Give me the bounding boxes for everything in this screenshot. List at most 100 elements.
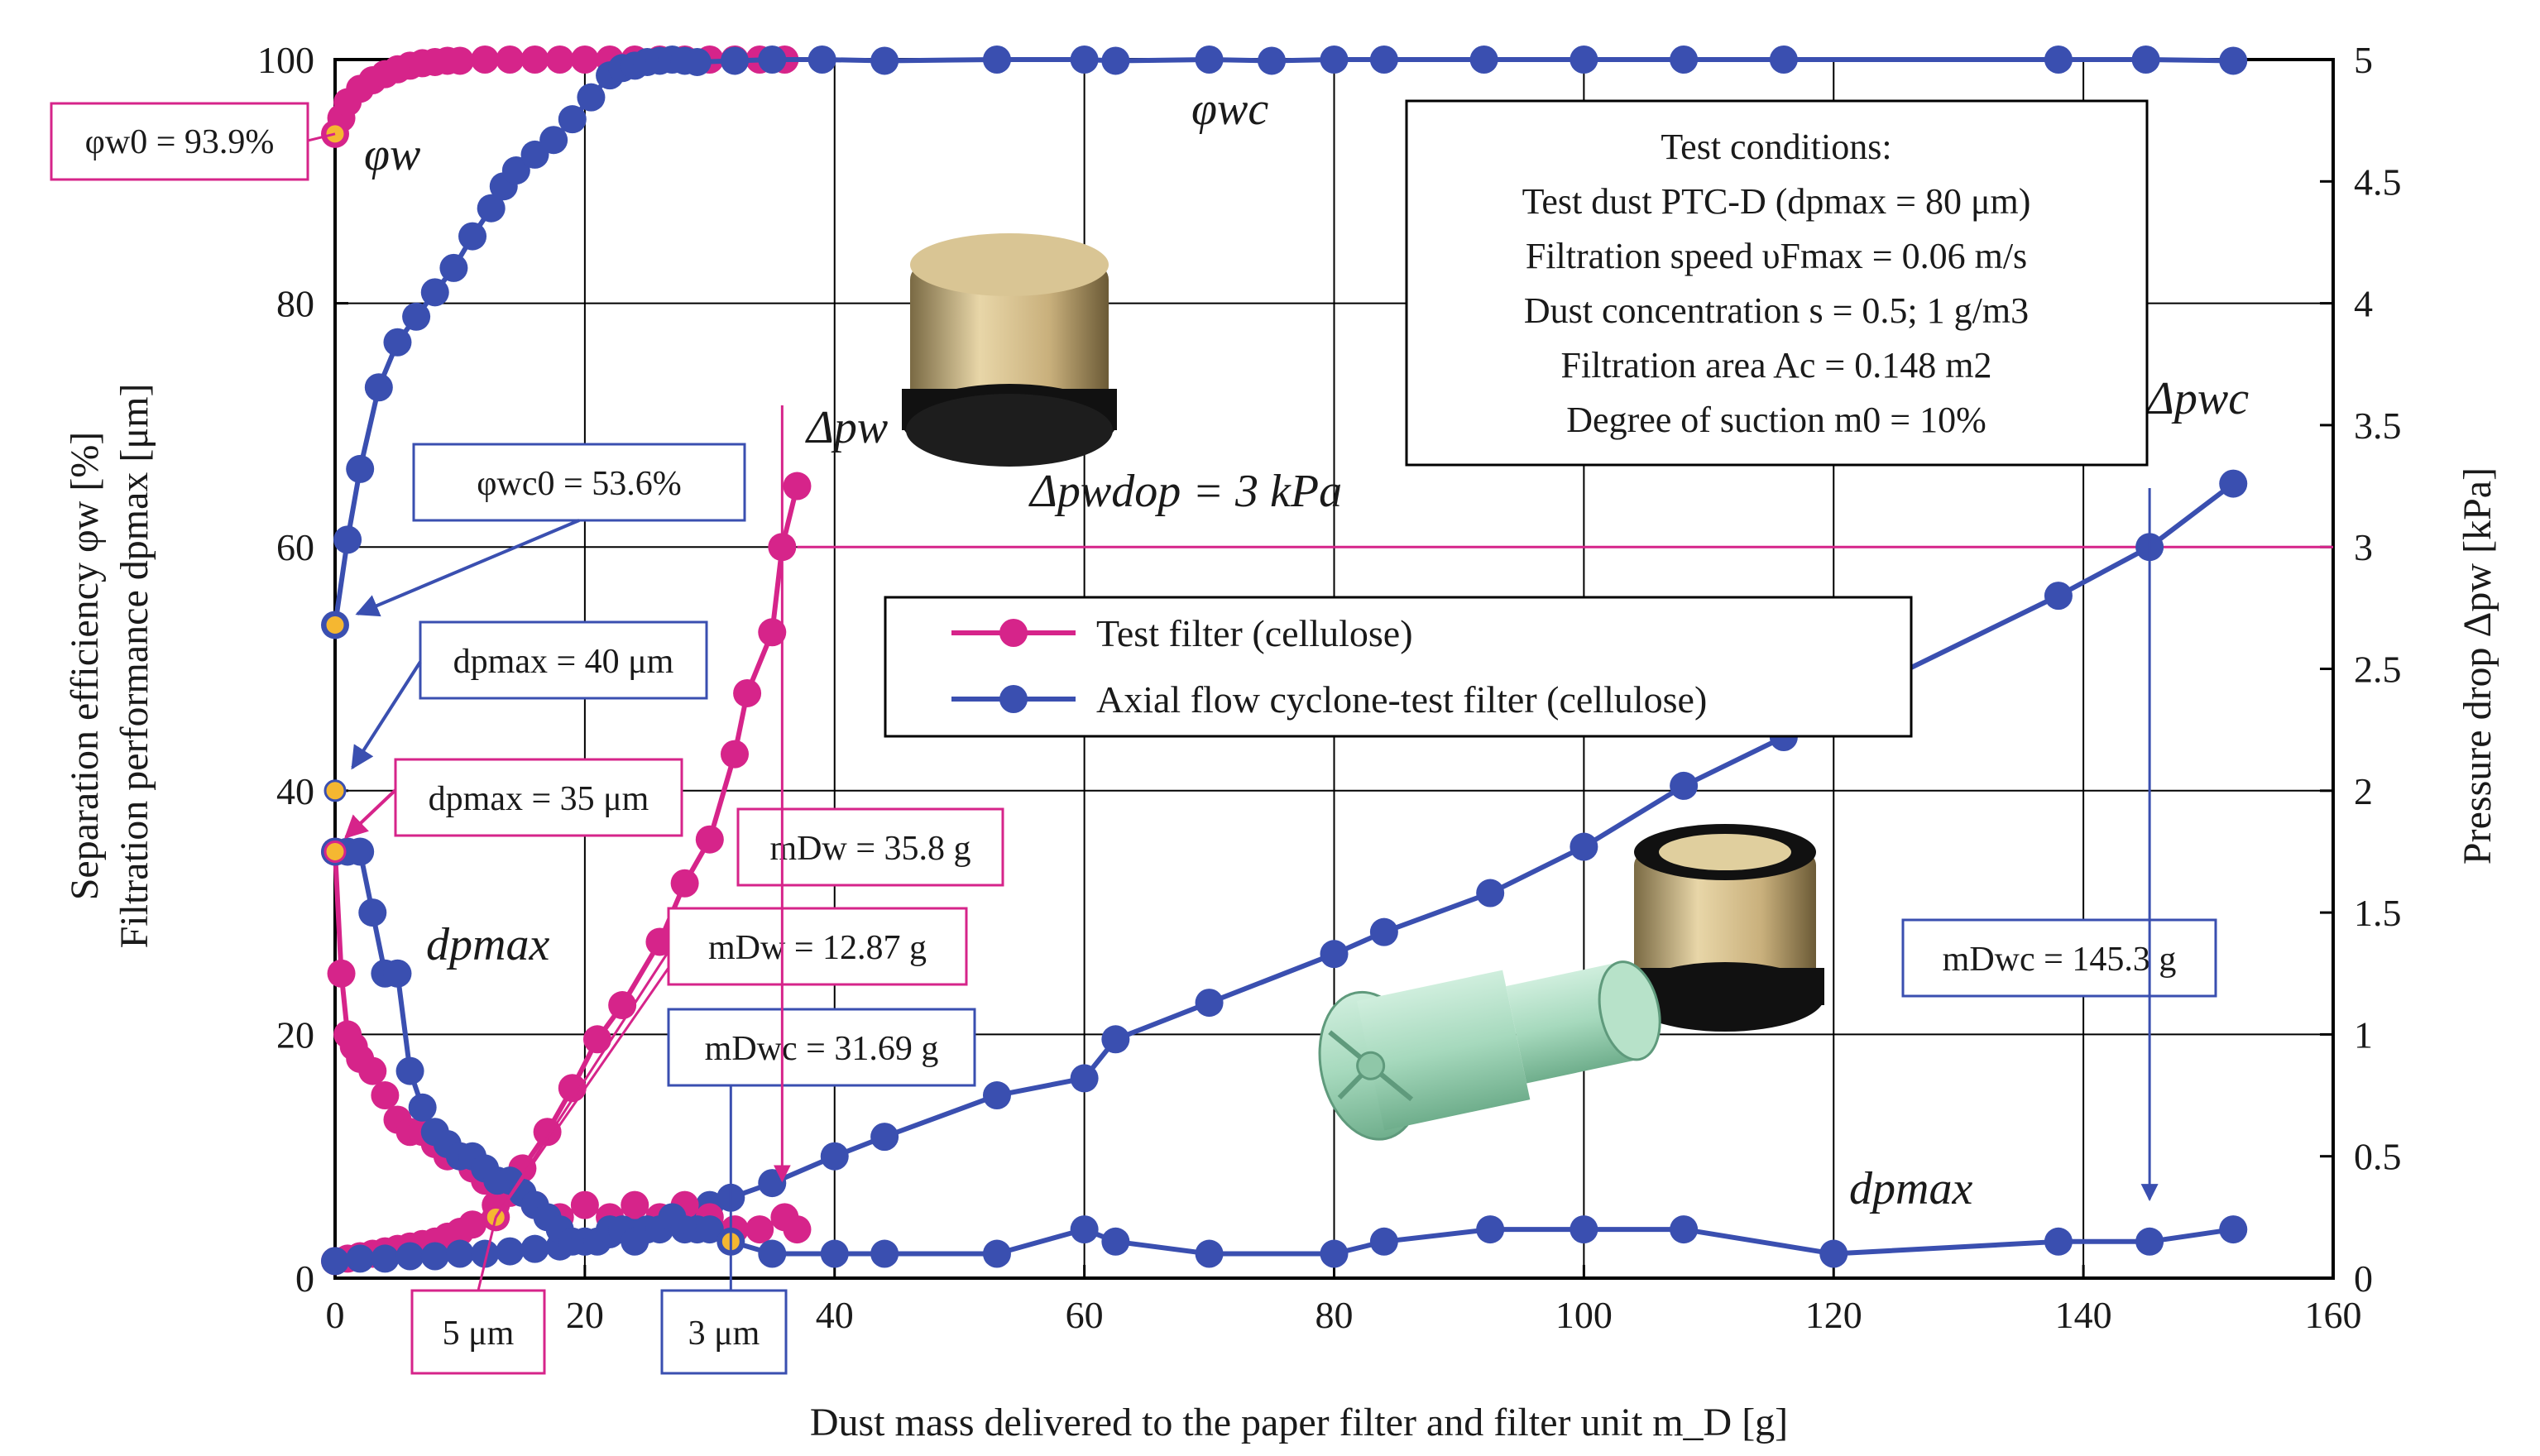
point-phi_wc <box>1670 46 1699 74</box>
axial-cyclone-illustration <box>1318 960 1661 1141</box>
point-phi_wc <box>758 46 787 74</box>
point-phi_wc <box>1195 46 1224 74</box>
point-dpmax_wc <box>1369 1227 1398 1256</box>
annotation-dpmax-35: dpmax = 35 μm <box>343 758 683 839</box>
point-dpmax_wc <box>1070 1215 1099 1244</box>
tick-label-x: 80 <box>1316 1294 1354 1336</box>
label-phi-wc: φwc <box>1191 84 1268 135</box>
test-conditions-box: Test conditions: Test dust PTC-D (dpmax … <box>1405 99 2149 467</box>
svg-text:dpmax = 40 μm: dpmax = 40 μm <box>453 643 674 681</box>
annotation-5um: 5 μm <box>410 1289 546 1375</box>
point-dp_wc <box>2219 469 2248 498</box>
label-dp-w: Δpw <box>805 402 888 453</box>
point-dpmax_wc <box>982 1239 1011 1268</box>
tick-label-y-left: 60 <box>276 526 314 568</box>
y-axis-title-left-1: Separation efficiency φw [%] <box>63 432 107 901</box>
tick-label-x: 20 <box>566 1294 604 1336</box>
point-dp_wc <box>1570 832 1598 861</box>
tick-label-y-right: 2.5 <box>2354 649 2402 691</box>
legend-item-cyclone-filter: Axial flow cyclone-test filter (cellulos… <box>951 678 1707 721</box>
point-dpmax_w <box>371 1081 400 1110</box>
tick-label-y-left: 0 <box>295 1257 314 1300</box>
point-dp_wc <box>395 1242 424 1271</box>
point-dpmax_wc <box>695 1215 724 1244</box>
point-dp_wc <box>420 1242 449 1271</box>
tick-label-y-right: 0.5 <box>2354 1136 2402 1178</box>
point-dp_w <box>783 472 812 500</box>
point-dp_wc <box>445 1239 474 1268</box>
tick-label-y-right: 1 <box>2354 1013 2373 1056</box>
tick-label-x: 40 <box>816 1294 854 1336</box>
point-dpmax_w <box>327 959 356 988</box>
point-dp_w <box>733 678 762 707</box>
svg-text:Filtration area Ac = 0.148 m2: Filtration area Ac = 0.148 m2 <box>1561 345 1992 386</box>
point-dp_wc <box>820 1142 849 1171</box>
tick-label-x: 0 <box>326 1294 345 1336</box>
point-phi_wc <box>346 454 375 483</box>
svg-text:Axial flow cyclone-test filter: Axial flow cyclone-test filter (cellulos… <box>1096 678 1707 721</box>
point-dpmax_wc <box>383 959 412 988</box>
tick-label-y-right: 5 <box>2354 39 2373 81</box>
point-dpmax_w <box>621 1190 649 1219</box>
svg-text:φwc0 = 53.6%: φwc0 = 53.6% <box>477 465 681 503</box>
point-phi_wc <box>477 194 506 223</box>
point-phi_wc <box>1101 46 1130 75</box>
legend: Test filter (cellulose) Axial flow cyclo… <box>884 596 1913 738</box>
label-dp-wc: Δpwc <box>2145 373 2249 424</box>
point-phi_w <box>520 46 549 74</box>
point-dpmax_wc <box>408 1093 437 1122</box>
tick-label-y-right: 1.5 <box>2354 892 2402 934</box>
label-dp-wdop: Δpwdop = 3 kPa <box>1028 466 1342 517</box>
tick-label-y-left: 100 <box>257 39 314 81</box>
point-phi_wc <box>1469 46 1498 74</box>
point-phi_wc <box>1769 46 1798 74</box>
annotation-mdwc-31-69: mDwc = 31.69 g <box>667 1008 976 1087</box>
point-dpmax_w <box>783 1215 812 1244</box>
point-dpmax_wc <box>395 1056 424 1085</box>
tick-label-x: 140 <box>2055 1294 2112 1336</box>
point-phi_wc <box>1320 46 1349 74</box>
svg-text:Test dust PTC-D (dpmax = 80 μm: Test dust PTC-D (dpmax = 80 μm) <box>1522 181 2031 222</box>
highlight-point <box>323 779 347 802</box>
point-dpmax_w <box>745 1215 774 1244</box>
svg-text:Filtration speed υFmax = 0.06: Filtration speed υFmax = 0.06 m/s <box>1526 236 2027 276</box>
tick-label-y-left: 80 <box>276 283 314 325</box>
annotation-mdw-12-87: mDw = 12.87 g <box>667 907 968 986</box>
series-line-dp_w <box>334 485 800 1264</box>
annotation-phi-wc0: φwc0 = 53.6% <box>355 443 746 617</box>
point-phi_wc <box>1570 46 1598 74</box>
connector-mdw-12-87-b <box>495 967 670 1219</box>
point-dpmax_wc <box>358 898 387 927</box>
point-phi_wc <box>1369 46 1398 74</box>
svg-text:mDwc = 145.3 g: mDwc = 145.3 g <box>1943 941 2177 979</box>
point-phi_wc <box>1070 46 1099 74</box>
point-phi_wc <box>539 126 568 155</box>
point-dpmax_wc <box>346 837 375 866</box>
point-phi_wc <box>364 373 393 402</box>
point-dp_wc <box>1195 989 1224 1018</box>
svg-text:3 μm: 3 μm <box>688 1315 760 1353</box>
tick-label-y-left: 40 <box>276 770 314 812</box>
point-dpmax_w <box>358 1056 387 1085</box>
point-phi_wc <box>439 253 468 282</box>
point-phi_w <box>570 46 599 74</box>
point-phi_wc <box>2044 46 2073 74</box>
point-phi_wc <box>333 525 362 554</box>
point-dpmax_wc <box>758 1239 787 1268</box>
svg-text:Test filter (cellulose): Test filter (cellulose) <box>1096 612 1413 654</box>
svg-text:Dust concentration s = 0.5; 1: Dust concentration s = 0.5; 1 g/m3 <box>1524 290 2029 331</box>
point-dp_w <box>645 927 674 956</box>
label-dpmax-wc: dpmax <box>1849 1163 1972 1214</box>
svg-text:Test conditions:: Test conditions: <box>1661 127 1891 167</box>
point-phi_wc <box>402 302 431 331</box>
series-layer <box>321 46 2248 1276</box>
point-dp_w <box>458 1210 487 1239</box>
tick-label-x: 120 <box>1805 1294 1862 1336</box>
point-dp_wc <box>870 1123 899 1152</box>
point-dp_wc <box>496 1237 525 1266</box>
svg-text:Degree of suction m0 = 10%: Degree of suction m0 = 10% <box>1566 400 1986 440</box>
point-dp_wc <box>1070 1064 1099 1093</box>
connector-mdw-12-87 <box>494 951 670 1219</box>
tick-label-y-right: 4.5 <box>2354 160 2402 203</box>
